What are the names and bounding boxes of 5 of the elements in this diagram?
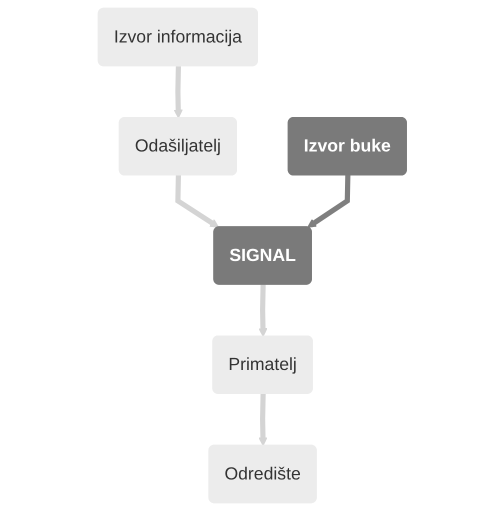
arrow — [174, 175, 219, 228]
arrow — [306, 175, 350, 228]
arrow — [173, 66, 182, 118]
arrow — [258, 284, 268, 337]
arrow — [258, 394, 268, 446]
